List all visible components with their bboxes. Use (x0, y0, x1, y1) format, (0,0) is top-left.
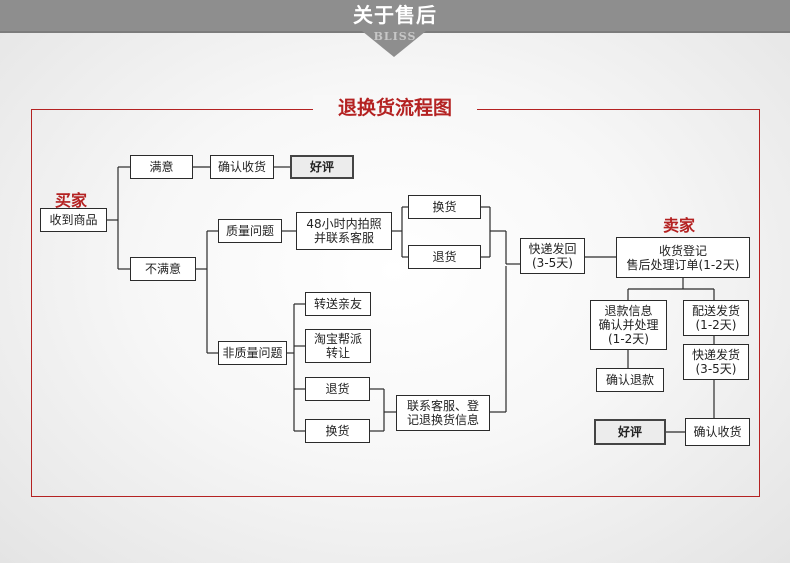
node-exchange-2: 换货 (305, 419, 370, 443)
diagram-title: 退换货流程图 (313, 95, 477, 121)
node-satisfied: 满意 (130, 155, 193, 179)
header-subtitle: BLISS (373, 30, 417, 43)
node-gift-to-friend: 转送亲友 (305, 292, 371, 316)
node-confirm-receipt-2: 确认收货 (685, 418, 750, 446)
header-notch (362, 31, 426, 57)
node-seller-register: 收货登记 售后处理订单(1-2天) (616, 237, 750, 278)
node-return-2: 退货 (305, 377, 370, 401)
node-return: 退货 (408, 245, 481, 269)
node-express-ship: 快递发货 (3-5天) (683, 344, 749, 380)
node-non-quality-issue: 非质量问题 (218, 341, 287, 365)
node-exchange: 换货 (408, 195, 481, 219)
buyer-label: 买家 (55, 191, 88, 210)
node-confirm-receipt: 确认收货 (210, 155, 274, 179)
node-good-review: 好评 (290, 155, 354, 179)
node-confirm-refund: 确认退款 (596, 368, 664, 392)
node-unsatisfied: 不满意 (130, 257, 196, 281)
seller-label: 卖家 (663, 216, 696, 235)
node-good-review-2: 好评 (594, 419, 666, 445)
node-receive-goods: 收到商品 (40, 208, 107, 232)
node-contact-register: 联系客服、登 记退换货信息 (396, 395, 490, 431)
node-quality-issue: 质量问题 (218, 219, 282, 243)
node-taobao-help: 淘宝帮派 转让 (305, 329, 371, 363)
node-photo-contact: 48小时内拍照 并联系客服 (296, 212, 392, 250)
node-ship-out: 配送发货 (1-2天) (683, 300, 749, 336)
node-express-return: 快递发回 (3-5天) (520, 238, 585, 274)
header-title: 关于售后 (353, 3, 437, 27)
node-refund-info: 退款信息 确认并处理 (1-2天) (590, 300, 667, 350)
